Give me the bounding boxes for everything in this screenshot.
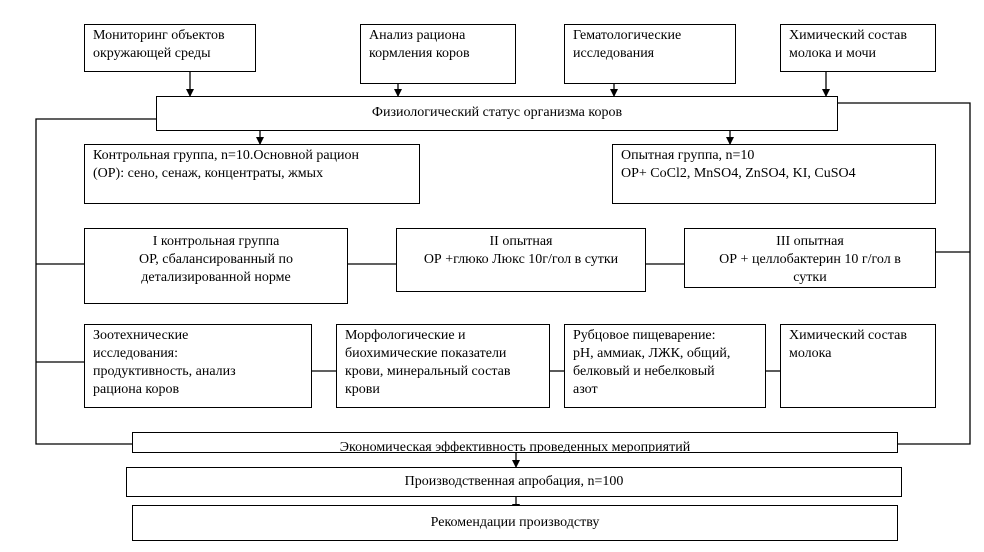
text-zootechnical: Зоотехнические исследования: продуктивно… <box>93 328 236 397</box>
box-group-1: I контрольная группа ОР, сбалансированны… <box>84 228 348 304</box>
box-production-testing: Производственная апробация, n=100 <box>126 467 902 497</box>
text-control-group: Контрольная группа, n=10.Основной рацион… <box>93 148 360 181</box>
box-ration-analysis: Анализ рациона кормления коров <box>360 24 516 84</box>
text-hematology: Гематологические исследования <box>573 28 682 61</box>
text-chem-milk-urine: Химический состав молока и мочи <box>789 28 907 61</box>
box-blood: Морфологические и биохимические показате… <box>336 324 550 408</box>
box-group-2: II опытная ОР +глюко Люкс 10г/гол в сутк… <box>396 228 646 292</box>
text-blood: Морфологические и биохимические показате… <box>345 328 511 397</box>
text-chem-milk: Химический состав молока <box>789 328 907 361</box>
text-ration-analysis: Анализ рациона кормления коров <box>369 28 470 61</box>
text-physio-status: Физиологический статус организма коров <box>371 105 623 120</box>
text-rumen: Рубцовое пищеварение: рН, аммиак, ЛЖК, о… <box>573 328 731 397</box>
left-bracket-line <box>35 118 156 445</box>
box-rumen: Рубцовое пищеварение: рН, аммиак, ЛЖК, о… <box>564 324 766 408</box>
text-recommendations: Рекомендации производству <box>430 515 600 530</box>
box-control-group: Контрольная группа, n=10.Основной рацион… <box>84 144 420 204</box>
text-group-2: II опытная ОР +глюко Люкс 10г/гол в сутк… <box>423 234 619 267</box>
text-production-testing: Производственная апробация, n=100 <box>404 474 624 489</box>
text-group-1: I контрольная группа ОР, сбалансированны… <box>139 234 293 285</box>
box-chem-milk: Химический состав молока <box>780 324 936 408</box>
text-group-3: III опытная ОР + целлобактерин 10 г/гол … <box>719 234 901 285</box>
box-experimental-group: Опытная группа, n=10 ОР+ CoCl2, MnSO4, Z… <box>612 144 936 204</box>
box-physio-status: Физиологический статус организма коров <box>156 96 838 131</box>
box-chem-milk-urine: Химический состав молока и мочи <box>780 24 936 72</box>
box-group-3: III опытная ОР + целлобактерин 10 г/гол … <box>684 228 936 288</box>
right-bracket-line <box>838 102 971 445</box>
text-monitoring: Мониторинг объектов окружающей среды <box>93 28 225 61</box>
text-economic-efficiency: Экономическая эффективность проведенных … <box>339 440 691 453</box>
box-economic-efficiency: Экономическая эффективность проведенных … <box>132 432 898 453</box>
box-recommendations: Рекомендации производству <box>132 505 898 541</box>
box-zootechnical: Зоотехнические исследования: продуктивно… <box>84 324 312 408</box>
box-hematology: Гематологические исследования <box>564 24 736 84</box>
box-monitoring: Мониторинг объектов окружающей среды <box>84 24 256 72</box>
text-experimental-group: Опытная группа, n=10 ОР+ CoCl2, MnSO4, Z… <box>621 148 856 181</box>
